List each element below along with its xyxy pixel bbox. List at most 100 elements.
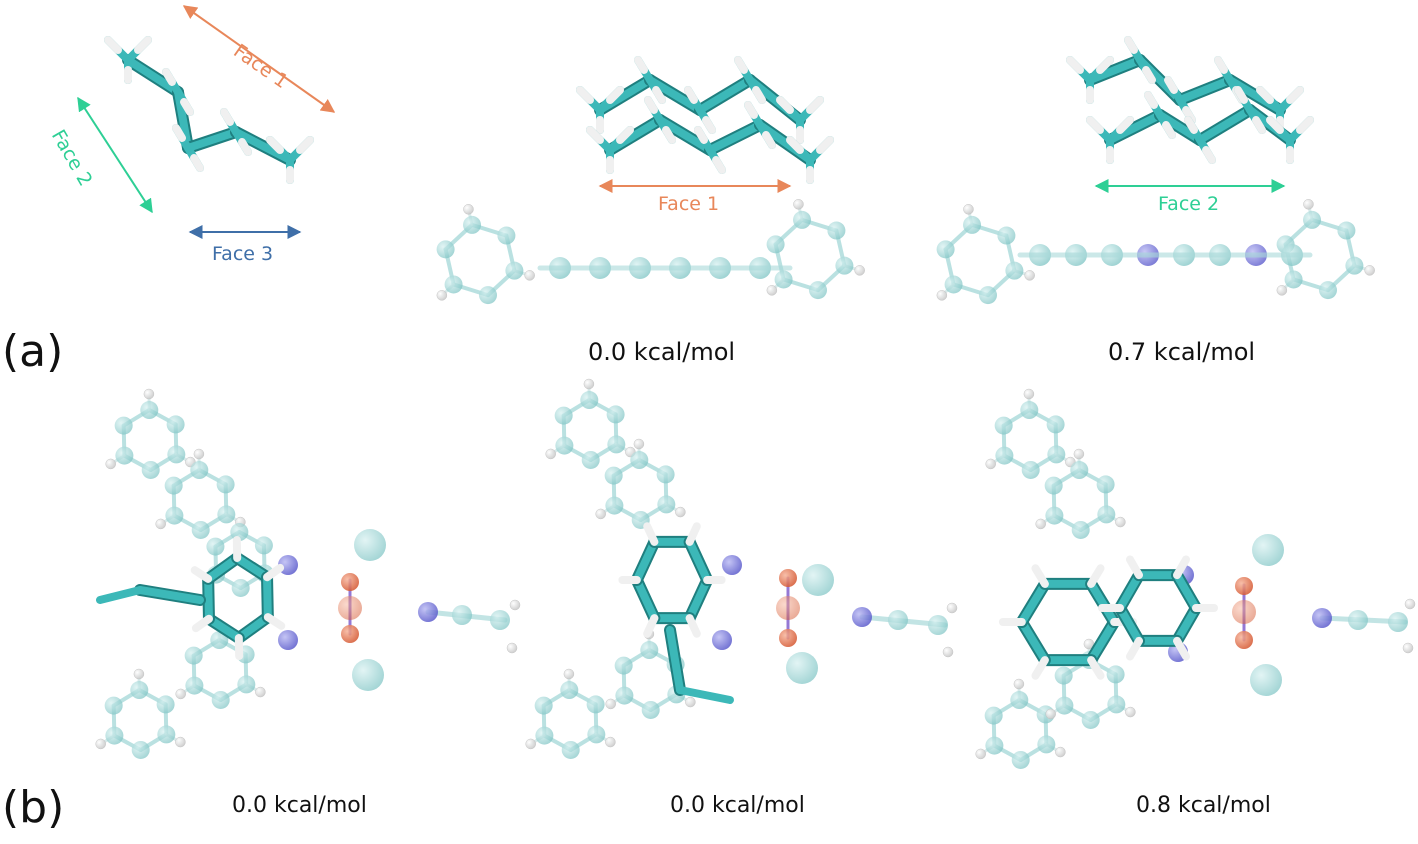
carbon-atom: [140, 401, 158, 419]
bond: [1035, 568, 1044, 584]
oxygen-atom: [779, 629, 797, 647]
hydrogen-atom: [510, 600, 520, 610]
carbon-atom: [206, 538, 224, 556]
hydrogen-atom: [437, 290, 447, 300]
bond: [1200, 110, 1250, 140]
carbon-atom: [165, 477, 183, 495]
carbon-atom: [582, 451, 600, 469]
carbon-atom: [142, 461, 160, 479]
bond: [748, 105, 754, 115]
carbon-atom: [640, 641, 658, 659]
hydrogen-atom: [463, 204, 473, 214]
oxygen-atom: [779, 569, 797, 587]
hydrogen-atom: [1036, 519, 1046, 529]
bond: [1218, 60, 1224, 70]
bond: [638, 60, 644, 70]
carbon-atom: [105, 727, 123, 745]
carbon-atom: [607, 405, 625, 423]
bond: [1256, 120, 1262, 130]
carbon-atom: [1348, 610, 1368, 630]
hydrogen-atom: [596, 509, 606, 519]
nitrogen-atom: [1312, 608, 1332, 628]
carbon-atom: [615, 687, 633, 705]
carbon-atom: [1012, 751, 1030, 769]
hydrogen-atom: [1365, 265, 1375, 275]
bond: [1166, 125, 1172, 135]
bond: [580, 90, 590, 100]
carbon-atom: [352, 659, 384, 691]
carbon-atom: [1037, 735, 1055, 753]
bond: [710, 125, 760, 150]
carbon-atom: [1107, 695, 1125, 713]
carbon-atom: [963, 216, 981, 234]
carbon-atom: [1345, 257, 1363, 275]
carbon-atom: [1303, 211, 1321, 229]
bond: [1070, 60, 1080, 70]
oxygen-atom: [776, 596, 800, 620]
carbon-atom: [1082, 711, 1100, 729]
carbon-atom: [165, 507, 183, 525]
bond: [1091, 584, 1114, 622]
face3-label: Face 3: [212, 243, 273, 265]
carbon-atom: [157, 695, 175, 713]
oxygen-atom: [341, 573, 359, 591]
carbon-atom: [767, 235, 785, 253]
ligand-frameworks: [96, 199, 1415, 769]
carbon-atom: [1022, 461, 1040, 479]
carbon-atom: [888, 610, 908, 630]
bond: [140, 590, 200, 600]
hydrogen-atom: [685, 697, 695, 707]
carbon-atom: [217, 505, 235, 523]
hydrogen-atom: [175, 737, 185, 747]
face1-complex-label: Face 1: [658, 193, 719, 215]
carbon-atom: [255, 536, 273, 554]
hydrogen-atom: [1125, 707, 1135, 717]
hydrogen-atom: [526, 739, 536, 749]
hydrogen-atom: [96, 739, 106, 749]
carbon-atom: [562, 741, 580, 759]
hydrogen-atom: [605, 737, 615, 747]
bond: [108, 40, 118, 50]
bond: [176, 128, 182, 138]
bond: [1128, 40, 1134, 50]
carbon-atom: [1285, 270, 1303, 288]
carbon-atom: [497, 227, 515, 245]
face2-complex-label: Face 2: [1158, 193, 1219, 215]
carbon-atom: [560, 681, 578, 699]
bond: [738, 60, 744, 70]
energy-b2: 0.0 kcal/mol: [670, 793, 805, 818]
carbon-atom: [1010, 691, 1028, 709]
carbon-atom: [452, 605, 472, 625]
hydrogen-atom: [947, 603, 957, 613]
bond: [756, 90, 762, 100]
carbon-atom: [217, 475, 235, 493]
bond: [268, 617, 281, 626]
carbon-atom: [1250, 664, 1282, 696]
hydrogen-atom: [943, 647, 953, 657]
bond: [300, 140, 310, 150]
bond: [648, 100, 654, 110]
hydrogen-atom: [1025, 270, 1035, 280]
bond: [810, 100, 820, 110]
ligand-b2: [526, 379, 957, 759]
energy-a2: 0.7 kcal/mol: [1108, 338, 1255, 366]
hydrogen-atom: [255, 687, 265, 697]
bond: [1091, 660, 1100, 676]
guest-molecules: [100, 40, 1310, 700]
hydrogen-atom: [156, 519, 166, 529]
carbon-atom: [115, 447, 133, 465]
carbon-atom: [192, 521, 210, 539]
hydrogen-atom: [793, 199, 803, 209]
bond: [1022, 584, 1045, 622]
carbon-atom: [995, 447, 1013, 465]
bond: [1091, 622, 1114, 660]
hydrogen-atom: [584, 379, 594, 389]
hydrogen-atom: [1405, 599, 1415, 609]
hydrogen-atom: [937, 290, 947, 300]
carbon-atom: [445, 275, 463, 293]
oxygen-atom: [1232, 600, 1256, 624]
bond: [706, 120, 712, 130]
oxygen-atom: [338, 596, 362, 620]
bond: [195, 570, 208, 579]
carbon-atom: [1055, 697, 1073, 715]
